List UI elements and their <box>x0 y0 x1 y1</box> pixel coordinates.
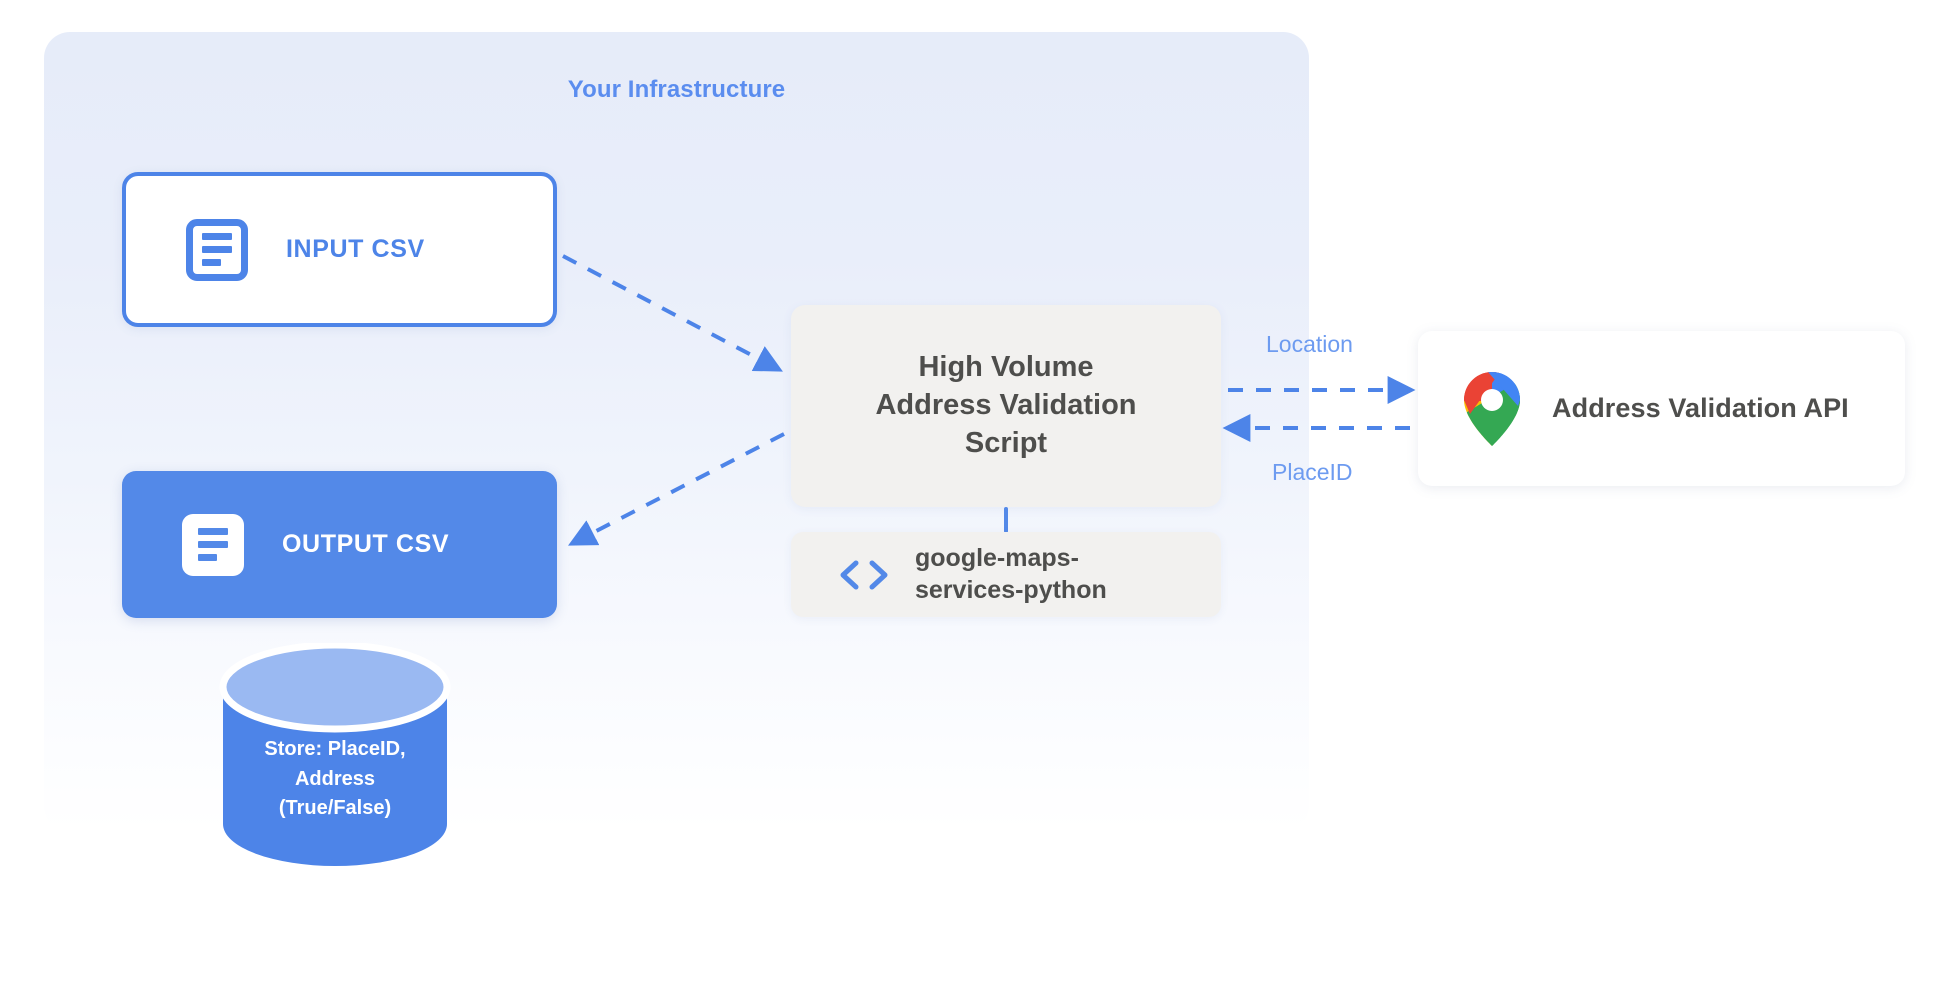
library-node[interactable]: google-maps- services-python <box>791 532 1221 617</box>
script-label-line2: Address Validation <box>875 389 1137 422</box>
api-label: Address Validation API <box>1552 393 1849 423</box>
code-brackets-icon <box>835 555 893 595</box>
script-label-line1: High Volume <box>918 351 1094 384</box>
output-csv-node[interactable]: OUTPUT CSV <box>122 471 557 618</box>
input-csv-node[interactable]: INPUT CSV <box>122 172 557 327</box>
google-maps-pin-icon <box>1460 370 1524 448</box>
database-node[interactable]: Store: PlaceID, Address (True/False) <box>215 643 455 868</box>
edge-script-to-library <box>1004 507 1008 533</box>
script-node[interactable]: High Volume Address Validation Script <box>791 305 1221 507</box>
document-icon <box>182 513 244 576</box>
document-icon <box>186 218 248 281</box>
library-label: google-maps- services-python <box>915 544 1107 604</box>
output-csv-label: OUTPUT CSV <box>282 530 450 558</box>
infrastructure-panel-title: Your Infrastructure <box>567 76 786 103</box>
edge-label-location: Location <box>1266 331 1353 357</box>
edge-label-placeid: PlaceID <box>1272 459 1353 485</box>
input-csv-label: INPUT CSV <box>286 235 425 263</box>
database-cylinder-icon <box>219 643 451 866</box>
script-label-line3: Script <box>964 426 1048 459</box>
address-validation-api-node[interactable]: Address Validation API <box>1418 331 1905 486</box>
